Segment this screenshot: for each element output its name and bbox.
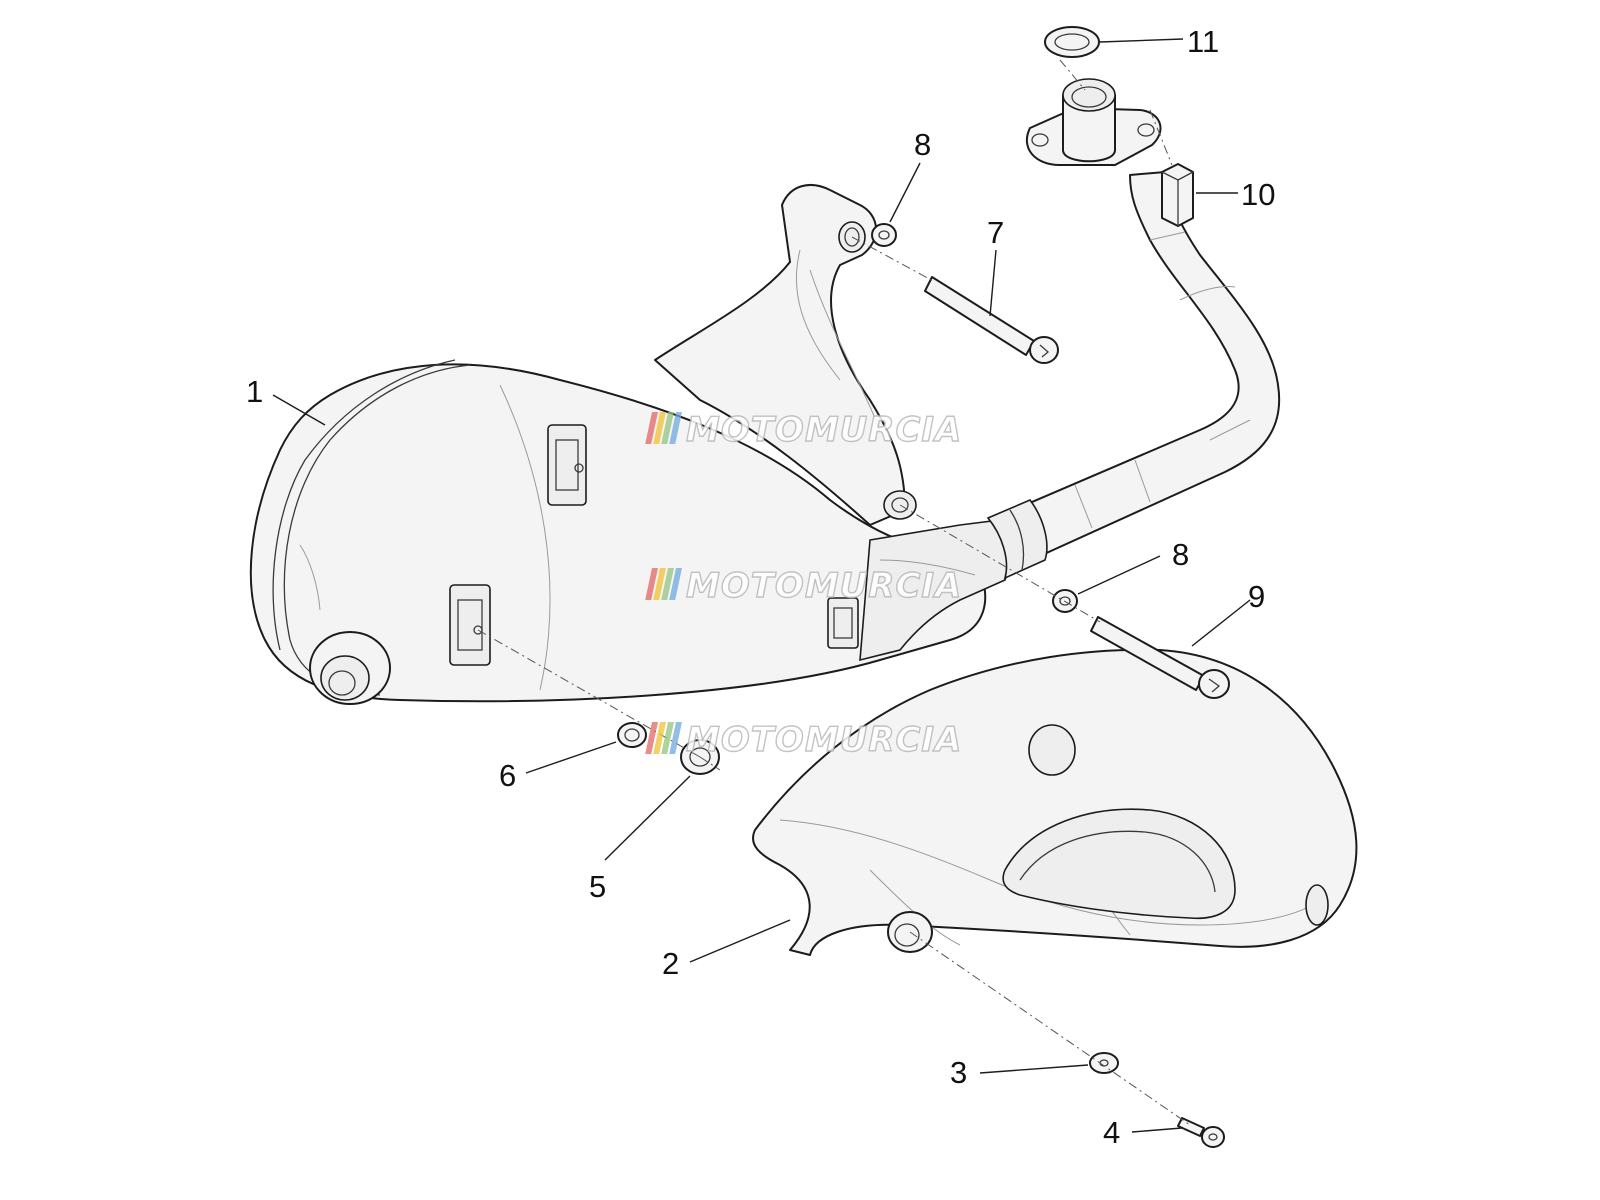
callout-6: 6 [499, 758, 516, 793]
mounting-clip-side [827, 597, 859, 649]
bolt-lower [1090, 616, 1230, 699]
screw [1177, 1117, 1225, 1148]
callout-9: 9 [1248, 579, 1265, 614]
muffler-assembly [249, 184, 1010, 705]
spacer-bushing [617, 722, 647, 748]
watermark-bottom: MOTOMURCIA [645, 719, 962, 761]
callout-4: 4 [1103, 1115, 1120, 1150]
lock-washer-upper [871, 223, 897, 247]
callout-1: 1 [246, 374, 263, 409]
callout-8-lower: 8 [1172, 537, 1189, 572]
watermark-logo-stripes [645, 722, 682, 754]
heat-shield [752, 648, 1358, 956]
mounting-clip-upper [547, 424, 587, 506]
gasket-ring [1044, 26, 1100, 58]
watermark-logo-stripes [645, 412, 682, 444]
callout-11: 11 [1187, 24, 1219, 59]
callout-8-upper: 8 [914, 127, 931, 162]
watermark-logo-stripes [645, 568, 682, 600]
watermark-text: MOTOMURCIA [686, 566, 962, 606]
hex-stud-nut [1161, 163, 1194, 227]
callout-5: 5 [589, 869, 606, 904]
callout-10: 10 [1241, 177, 1275, 212]
leader-lines [272, 38, 1251, 1133]
bolt-upper [924, 276, 1059, 364]
mounting-clip-lower [449, 584, 491, 666]
watermark-top: MOTOMURCIA [645, 409, 962, 451]
flat-washer [1089, 1052, 1119, 1074]
callout-2: 2 [662, 946, 679, 981]
callout-3: 3 [950, 1055, 967, 1090]
watermark-text: MOTOMURCIA [686, 410, 962, 450]
exhaust-pipe [986, 78, 1281, 580]
callout-7: 7 [987, 215, 1004, 250]
watermark-text: MOTOMURCIA [686, 720, 962, 760]
watermark-middle: MOTOMURCIA [645, 565, 962, 607]
callout-labels: 1 2 3 4 5 6 7 8 8 9 10 11 [246, 24, 1275, 1150]
